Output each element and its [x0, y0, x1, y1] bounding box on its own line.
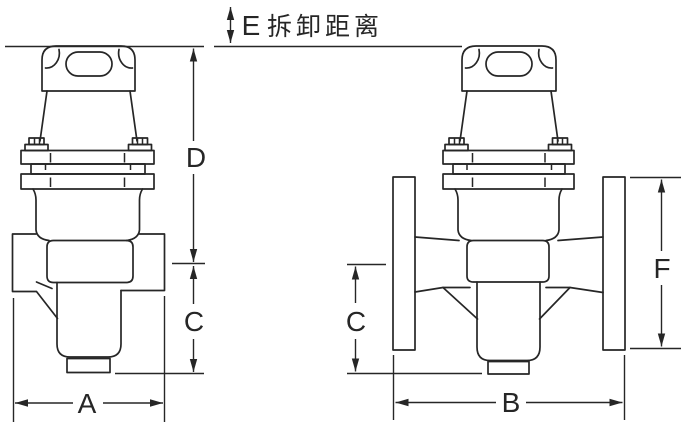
neck-right-flanged: [545, 188, 563, 242]
bonnet-side-right: [129, 90, 138, 142]
flange-gasket: [30, 163, 146, 175]
dimension-annotations: E 拆卸距离 D C A B F C: [5, 6, 681, 422]
pipe-end-left: [11, 233, 37, 293]
dim-a-label: A: [78, 388, 97, 419]
spring-cap-flanged: [461, 45, 557, 92]
cap-center-slot-flanged: [485, 51, 533, 77]
bolt-nut-right-facets-flanged: [556, 138, 564, 145]
bolt-washer-left: [24, 143, 49, 152]
flange-gasket-notches-flanged: [466, 164, 553, 170]
flange-lower-boltlines-flanged: [471, 177, 546, 187]
body-web-left-flanged: [442, 286, 479, 320]
flange-upper-flanged: [442, 149, 575, 165]
cap-corner-arc-left: [44, 48, 61, 69]
bolt-nut-left-flanged: [448, 137, 465, 146]
flange-gasket-flanged: [452, 163, 566, 175]
cap-corner-arc-left-flanged: [464, 48, 481, 69]
dim-b-label: B: [502, 387, 521, 418]
flange-gasket-notches: [44, 164, 132, 170]
bonnet-side-left: [39, 90, 48, 142]
valve-flanged-view: [392, 45, 626, 375]
bottom-cap: [56, 281, 122, 358]
bore-bottom-right: [545, 286, 604, 294]
body-web-right-flanged: [538, 286, 571, 320]
flange-upper-boltlines: [49, 153, 126, 163]
bolt-nut-left-facets-flanged: [453, 138, 461, 145]
pipe-flange-right: [602, 176, 626, 351]
dim-c-left-label: C: [184, 306, 204, 337]
bore-top-right: [557, 236, 604, 242]
flange-lower-flanged: [442, 173, 575, 190]
bottom-cap-flanged: [476, 281, 541, 362]
pipe-end-right: [120, 233, 166, 292]
bolt-nut-left: [28, 137, 45, 146]
bolt-washer-right-flanged: [547, 143, 573, 152]
body-chamber: [46, 239, 134, 284]
body-chamber-flanged: [466, 239, 550, 283]
neck-left-flanged: [454, 188, 472, 242]
bottom-plug-flanged: [487, 360, 530, 375]
dim-f-label: F: [653, 253, 670, 284]
removal-distance-label: 拆卸距离: [267, 13, 383, 41]
bolt-nut-left-facets: [33, 138, 41, 145]
bolt-nut-right-facets: [136, 138, 144, 145]
cap-corner-arc-right: [117, 48, 134, 69]
bonnet-side-right-flanged: [550, 90, 559, 142]
neck-right: [125, 188, 144, 242]
flange-upper-boltlines-flanged: [471, 153, 546, 163]
cap-center-slot: [65, 51, 113, 77]
pipe-flange-left: [392, 176, 416, 351]
dim-e-label: E: [242, 10, 261, 41]
body-transition-left: [35, 281, 53, 290]
bolt-washer-left-flanged: [444, 143, 469, 152]
dim-c-right-label: C: [346, 306, 366, 337]
dim-d-label: D: [186, 142, 206, 173]
body-web-left: [35, 290, 59, 320]
bolt-nut-right: [131, 137, 149, 146]
bolt-nut-right-flanged: [551, 137, 569, 146]
bonnet-side-left-flanged: [459, 90, 468, 142]
flange-upper: [20, 149, 155, 165]
neck-left: [32, 188, 50, 242]
bottom-plug: [66, 357, 111, 374]
flange-lower: [20, 173, 155, 190]
valve-screwed-view: [11, 45, 166, 374]
cap-corner-arc-right-flanged: [537, 48, 554, 69]
bore-top-left: [414, 236, 460, 242]
flange-lower-boltlines: [49, 177, 126, 187]
bolt-washer-right: [127, 143, 153, 152]
